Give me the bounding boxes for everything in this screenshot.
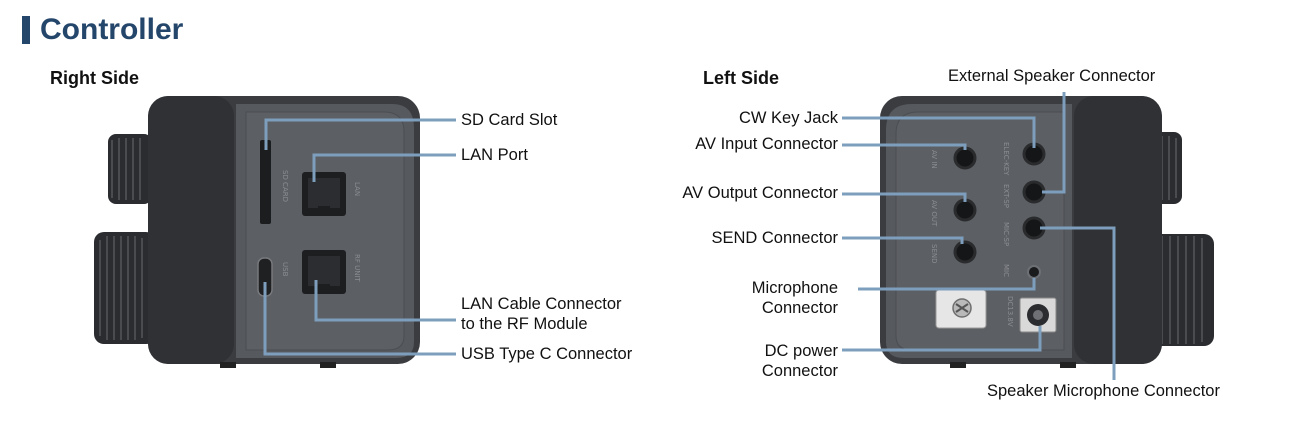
label-usb-c: USB Type C Connector	[461, 345, 633, 363]
leader-av-in	[842, 143, 967, 150]
label-dc-line2: Connector	[761, 362, 838, 380]
av-out-jack	[953, 198, 977, 222]
right-side-heading: Right Side	[50, 68, 139, 88]
leader-send	[842, 236, 964, 244]
mic-jack	[1027, 265, 1041, 279]
label-lan-port: LAN Port	[461, 146, 528, 164]
silk-mic-sp: MIC-SP	[1002, 222, 1010, 246]
title-accent-bar	[22, 16, 30, 44]
silk-send: SEND	[930, 244, 938, 264]
silk-rf: RF UNIT	[353, 254, 361, 283]
right-upper-knob	[108, 134, 152, 204]
left-side-device: AV IN AV OUT SEND ELEC-KEY EXT-SP MIC-SP…	[880, 96, 1214, 368]
left-side-heading: Left Side	[703, 68, 780, 88]
label-av-input: AV Input Connector	[695, 135, 838, 153]
silk-mic: MIC	[1002, 264, 1010, 277]
label-send: SEND Connector	[711, 229, 838, 247]
right-lower-knob	[94, 232, 156, 344]
right-side-device: SD CARD LAN USB RF UNIT	[94, 96, 420, 368]
leader-dc	[842, 326, 1042, 352]
label-ext-speaker: External Speaker Connector	[948, 67, 1156, 85]
silk-sd: SD CARD	[281, 170, 289, 202]
label-cw-key: CW Key Jack	[738, 109, 838, 127]
leader-lan	[312, 153, 456, 182]
leader-cw	[842, 116, 1036, 148]
silk-av-out: AV OUT	[930, 200, 938, 227]
label-speaker-mic: Speaker Microphone Connector	[987, 382, 1220, 400]
label-lan-cable-line1: LAN Cable Connector	[461, 295, 622, 313]
silk-av-in: AV IN	[930, 150, 938, 169]
label-mic-line1: Microphone	[751, 279, 838, 297]
silk-ext-sp: EXT-SP	[1002, 184, 1010, 208]
right-leader-lines	[263, 118, 456, 356]
label-dc-line1: DC power	[764, 342, 838, 360]
leader-usb	[263, 282, 456, 356]
leader-av-out	[842, 192, 967, 202]
ext-sp-jack	[1022, 180, 1046, 204]
left-leader-lines	[842, 92, 1116, 380]
leader-rf	[314, 280, 456, 322]
page-title: Controller	[40, 13, 184, 46]
label-mic-line2: Connector	[761, 299, 838, 317]
leader-ext-sp	[1042, 92, 1066, 194]
label-lan-cable-line2: to the RF Module	[461, 315, 588, 333]
silk-lan: LAN	[353, 182, 361, 196]
label-sd-card-slot: SD Card Slot	[461, 111, 558, 129]
silk-dc: DC13.8V	[1006, 296, 1014, 327]
leader-spk-mic	[1040, 226, 1116, 380]
leader-sd	[264, 118, 456, 150]
silk-elec-key: ELEC-KEY	[1002, 142, 1010, 176]
label-av-output: AV Output Connector	[682, 184, 838, 202]
sd-card-slot	[260, 140, 271, 224]
av-in-jack	[953, 146, 977, 170]
silk-usb: USB	[281, 262, 289, 277]
send-jack	[953, 240, 977, 264]
leader-mic	[858, 278, 1036, 291]
